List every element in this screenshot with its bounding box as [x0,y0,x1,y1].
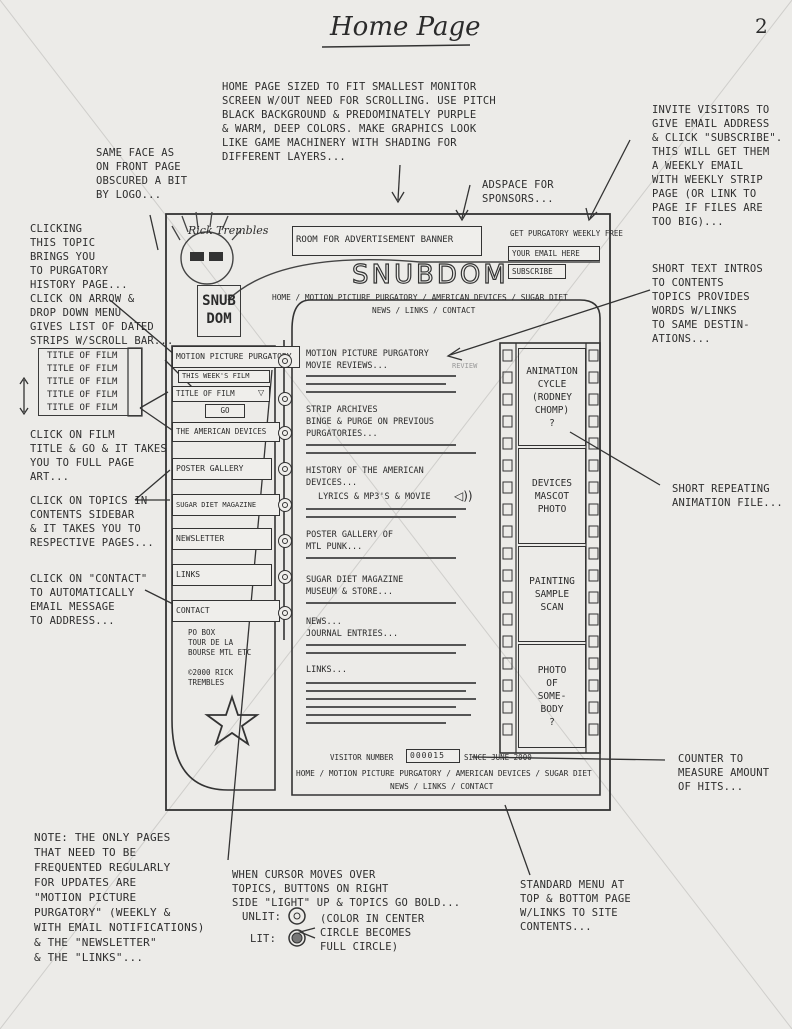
text-line [306,375,456,377]
review-label: Review [452,362,478,370]
note-click-arrow: Click on arrow & drop down menu gives li… [30,293,174,347]
text-line [306,444,456,446]
content-links[interactable]: Links... [306,665,347,675]
text-line [306,698,476,700]
dropdown-item[interactable]: Title of Film [47,377,118,387]
film-frame-painting[interactable]: Painting sample scan [518,546,586,642]
page-number: 2 [755,14,768,38]
note-counter: Counter to measure amount of hits... [678,753,770,793]
film-frame-devices[interactable]: Devices Mascot photo [518,448,586,544]
note-short-text: Short text intros to contents topics pro… [652,263,763,345]
note-color: (Color in center circle becomes full cir… [320,913,425,953]
note-click-contact: Click on "contact" to automatically emai… [30,573,148,627]
film-select[interactable]: Title of film [172,386,270,402]
note-top: Home page sized to fit smallest monitor … [222,81,496,163]
text-line [306,722,446,724]
note-cursor: When cursor moves over topics, buttons o… [232,869,461,909]
knob-icon[interactable] [278,392,292,406]
content-news[interactable]: News... Journal entries... [306,617,399,639]
text-line [306,508,466,510]
page-title: Home Page [330,12,481,42]
note-click-topics: Click on topics in contents sidebar & it… [30,495,154,549]
text-line [306,383,446,385]
text-line [306,516,456,518]
top-menu-line-1[interactable]: Home / Motion Picture Purgatory / Americ… [272,293,568,302]
note-standard-menu: Standard menu at top & bottom page w/lin… [520,879,631,933]
logo-line-2: DOM [206,311,232,327]
email-field[interactable]: Your email here [508,246,600,261]
text-line [306,452,476,454]
note-adspace: Adspace for sponsors... [482,179,554,205]
sidebar-item-poster-gallery[interactable]: Poster Gallery [172,458,272,480]
knob-icon[interactable] [278,426,292,440]
text-line [306,644,466,646]
go-button[interactable]: Go [205,404,245,418]
knob-icon[interactable] [278,534,292,548]
sidebar-item-sugar-diet[interactable]: Sugar Diet Magazine [172,494,280,516]
note-invite: Invite visitors to give email address & … [652,104,783,228]
note-lit: Lit: [250,933,277,945]
text-line [306,652,456,654]
content-strip-archives[interactable]: Strip archives Binge & purge on previous… [306,405,434,439]
sidebar-item-motion-picture[interactable]: Motion Picture Purgatory [172,346,300,368]
dropdown-item[interactable]: Title of Film [47,403,118,413]
knob-icon[interactable] [278,606,292,620]
text-line [306,557,456,559]
content-poster-gallery[interactable]: Poster gallery of MTL punk... [306,530,393,552]
content-motion-picture[interactable]: Motion Picture Purgatory Movie reviews..… [306,349,429,371]
sidebar-item-american-devices[interactable]: The American Devices [172,422,280,442]
visitor-counter: 000015 [406,749,460,763]
dropdown-list[interactable]: Title of Film Title of Film Title of Fil… [38,348,142,416]
logo: SNUB DOM [197,285,241,337]
signature: Rick Trembles [188,224,269,237]
content-lyrics[interactable]: Lyrics & MP3's & movie [318,492,431,502]
film-frame-animation[interactable]: Animation cycle (Rodney Chomp) ? [518,348,586,446]
sidebar-item-contact[interactable]: Contact [172,600,280,622]
content-sugar-diet[interactable]: Sugar diet magazine museum & store... [306,575,404,597]
film-frame-photo[interactable]: Photo of some- body ? [518,644,586,748]
this-week-label: This week's film [178,370,270,383]
note-short-repeating: Short repeating animation file... [672,483,783,509]
bottom-menu-line-1[interactable]: Home / Motion Picture Purgatory / Americ… [296,769,592,778]
dropdown-item[interactable]: Title of Film [47,390,118,400]
dropdown-item[interactable]: Title of Film [47,364,118,374]
text-line [306,714,471,716]
note-unlit: Unlit: [242,911,282,923]
subscribe-button[interactable]: Subscribe [508,264,566,279]
bottom-menu-line-2[interactable]: News / Links / Contact [390,782,494,791]
since-label: Since June 2000 [464,753,532,762]
text-line [306,391,456,393]
chevron-down-icon[interactable]: ▽ [258,388,265,397]
speaker-icon[interactable]: ◁)) [454,489,473,503]
logo-line-1: SNUB [202,293,236,309]
get-weekly-label: Get purgatory weekly free [510,229,623,238]
ad-banner[interactable]: Room for advertisement banner [292,226,482,256]
top-menu-line-2[interactable]: News / Links / Contact [372,306,476,315]
text-line [306,602,456,604]
note-same-face: Same face as on front page obscured a bi… [96,147,188,201]
sidebar-item-newsletter[interactable]: Newsletter [172,528,272,550]
text-line [306,690,466,692]
sidebar-address: PO Box Tour de la Bourse MTL etc [188,628,252,657]
knob-icon[interactable] [278,462,292,476]
note-regular-pages: Note: the only pages that need to be fre… [34,831,205,964]
note-clicking-topic: Clicking this topic brings you to purgat… [30,223,128,291]
site-title: SNUBDOM [351,259,509,290]
knob-icon[interactable] [278,498,292,512]
content-american-devices[interactable]: History of the American Devices... [306,466,424,488]
note-click-film: Click on film title & go & it takes you … [30,429,167,483]
visitor-label: Visitor number [330,753,394,762]
knob-icon[interactable] [278,354,292,368]
knob-icon[interactable] [278,570,292,584]
dropdown-item[interactable]: Title of Film [47,351,118,361]
text-line [306,682,476,684]
sidebar-item-links[interactable]: Links [172,564,272,586]
text-line [306,706,456,708]
sidebar-copyright: ©2000 Rick Trembles [188,668,234,687]
